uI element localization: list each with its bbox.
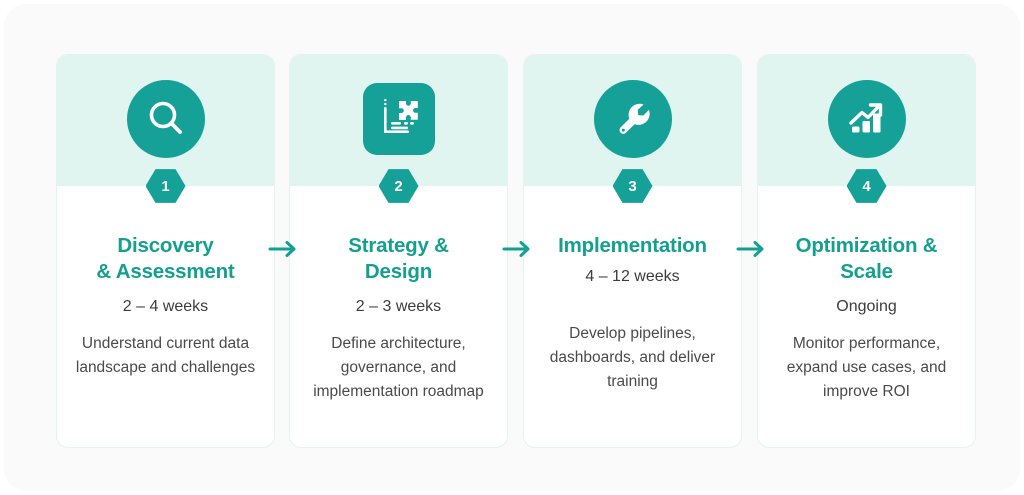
step-title: Strategy & Design bbox=[348, 234, 449, 284]
step-number-badge: 3 bbox=[612, 169, 653, 203]
panel-background: 1 Discovery & Assessment 2 – 4 weeks Und… bbox=[4, 4, 1020, 491]
step-description: Monitor performance, expand use cases, a… bbox=[786, 335, 947, 401]
steps-row: 1 Discovery & Assessment 2 – 4 weeks Und… bbox=[56, 54, 976, 448]
step-number: 2 bbox=[394, 177, 403, 195]
step-title: Implementation bbox=[558, 234, 707, 257]
magnifier-icon bbox=[126, 79, 205, 158]
wrench-icon bbox=[593, 79, 672, 158]
step-number-badge: 4 bbox=[846, 169, 887, 203]
icon-wrap bbox=[593, 79, 672, 158]
step-card-body: Strategy & Design 2 – 3 weeks Define arc… bbox=[290, 186, 507, 404]
step-description: Understand current data landscape and ch… bbox=[75, 335, 256, 377]
blueprint-puzzle-icon bbox=[362, 82, 435, 155]
step-card-discovery[interactable]: 1 Discovery & Assessment 2 – 4 weeks Und… bbox=[56, 54, 275, 448]
step-card-body: Optimization & Scale Ongoing Monitor per… bbox=[758, 186, 975, 404]
step-card-header bbox=[290, 55, 507, 186]
step-description: Develop pipelines, dashboards, and deliv… bbox=[549, 325, 716, 391]
arrow-right-icon bbox=[500, 236, 534, 262]
step-title: Optimization & Scale bbox=[795, 234, 938, 284]
arrow-right-icon bbox=[734, 236, 768, 262]
growth-chart-icon bbox=[827, 79, 906, 158]
step-description: Define architecture, governance, and imp… bbox=[313, 335, 484, 401]
step-number: 4 bbox=[862, 177, 871, 195]
step-number: 1 bbox=[161, 177, 170, 195]
step-number-badge: 1 bbox=[145, 169, 186, 203]
icon-wrap bbox=[360, 80, 438, 158]
icon-wrap bbox=[126, 79, 205, 158]
step-card-header bbox=[524, 55, 741, 186]
step-card-strategy[interactable]: 2 Strategy & Design 2 – 3 weeks Define a… bbox=[289, 54, 508, 448]
step-card-optimization[interactable]: 4 Optimization & Scale Ongoing Monitor p… bbox=[757, 54, 976, 448]
step-card-body: Implementation 4 – 12 weeks Develop pipe… bbox=[524, 186, 741, 394]
step-card-header bbox=[758, 55, 975, 186]
step-duration: 4 – 12 weeks bbox=[585, 268, 680, 286]
step-duration: Ongoing bbox=[836, 298, 897, 316]
step-title: Discovery & Assessment bbox=[96, 234, 235, 284]
step-duration: 2 – 4 weeks bbox=[122, 298, 209, 316]
step-number: 3 bbox=[628, 177, 637, 195]
arrow-right-icon bbox=[266, 236, 300, 262]
step-card-implementation[interactable]: 3 Implementation 4 – 12 weeks Develop pi… bbox=[523, 54, 742, 448]
icon-wrap bbox=[827, 79, 906, 158]
step-card-header bbox=[57, 55, 274, 186]
step-card-body: Discovery & Assessment 2 – 4 weeks Under… bbox=[57, 186, 274, 380]
step-duration: 2 – 3 weeks bbox=[355, 298, 442, 316]
